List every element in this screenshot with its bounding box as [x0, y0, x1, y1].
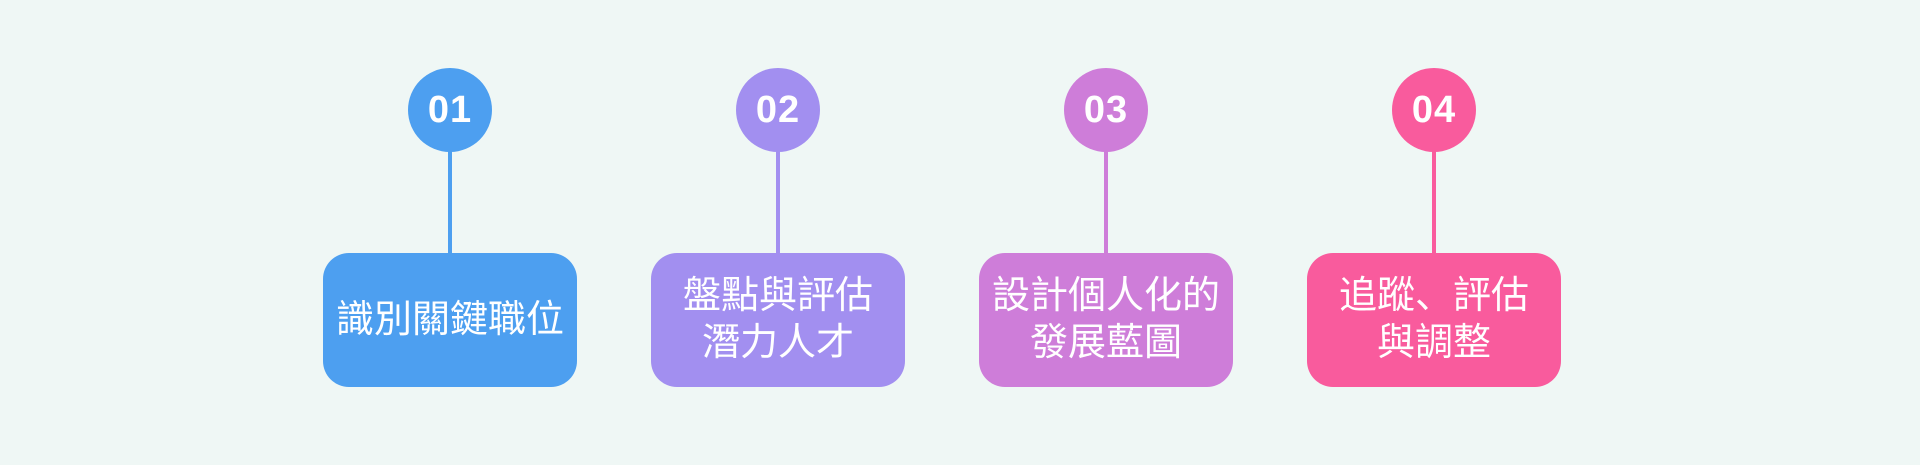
step-3: 03 設計個人化的 發展藍圖 — [979, 0, 1233, 465]
step-4: 04 追蹤、評估 與調整 — [1307, 0, 1561, 465]
step-1-label-box: 識別關鍵職位 — [323, 253, 577, 387]
step-4-connector-line — [1432, 110, 1436, 253]
step-4-label-line-1: 追蹤、評估 — [1338, 275, 1529, 317]
step-4-number: 04 — [1411, 88, 1457, 131]
step-4-number-badge: 04 — [1392, 68, 1476, 152]
step-2-number: 02 — [755, 88, 801, 131]
step-3-label-line-2: 發展藍圖 — [1029, 322, 1182, 364]
step-3-label-line-1: 設計個人化的 — [991, 275, 1220, 317]
step-2-label-line-2: 潛力人才 — [701, 322, 854, 364]
step-1-number: 01 — [427, 88, 473, 131]
step-4-label-line-2: 與調整 — [1376, 322, 1491, 364]
step-3-number: 03 — [1083, 88, 1129, 131]
step-2-label-line-1: 盤點與評估 — [682, 275, 873, 317]
step-3-connector-line — [1104, 110, 1108, 253]
step-1-connector-line — [448, 110, 452, 253]
step-4-label-box: 追蹤、評估 與調整 — [1307, 253, 1561, 387]
step-2: 02 盤點與評估 潛力人才 — [651, 0, 905, 465]
step-3-number-badge: 03 — [1064, 68, 1148, 152]
step-1-number-badge: 01 — [408, 68, 492, 152]
step-2-number-badge: 02 — [736, 68, 820, 152]
step-2-connector-line — [776, 110, 780, 253]
step-3-label-box: 設計個人化的 發展藍圖 — [979, 253, 1233, 387]
step-2-label-box: 盤點與評估 潛力人才 — [651, 253, 905, 387]
step-1-label-line-1: 識別關鍵職位 — [335, 298, 564, 341]
step-1: 01 識別關鍵職位 — [323, 0, 577, 465]
